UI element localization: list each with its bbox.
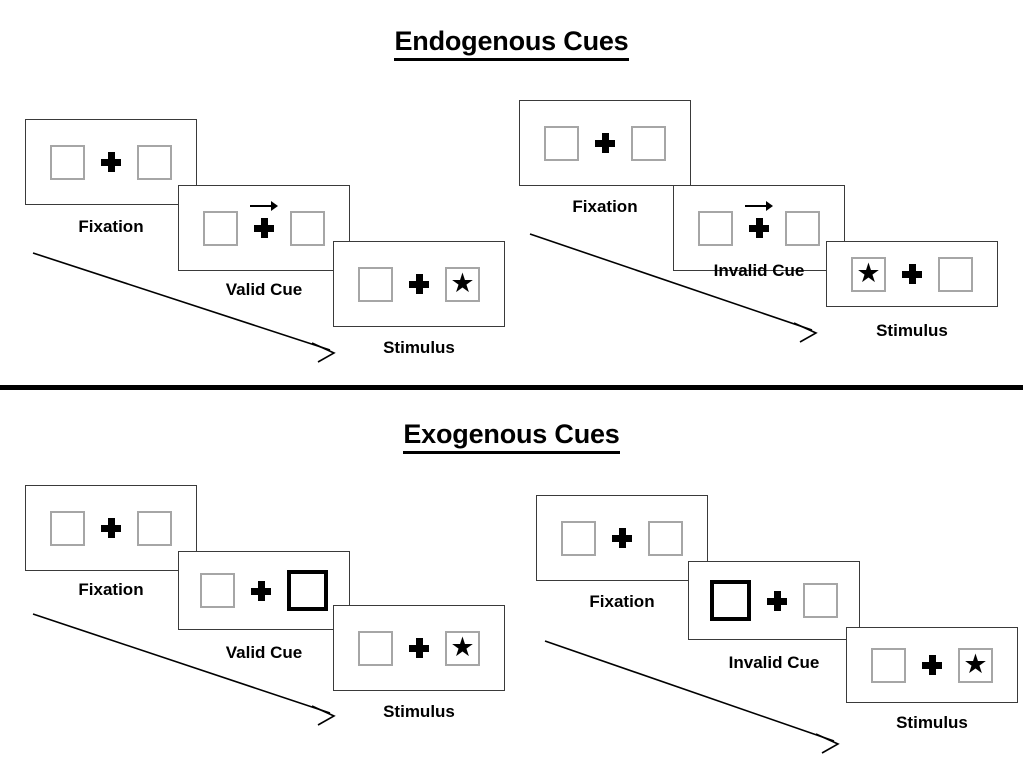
- left-box: [544, 125, 579, 161]
- right-box: ★: [445, 630, 480, 666]
- flow-arrow-endogenous-valid: [32, 252, 336, 363]
- panel-inner: [50, 510, 172, 546]
- left-box: [358, 630, 393, 666]
- left-box-highlighted: [710, 580, 751, 621]
- panel-endogenous-valid-stimulus: ★: [333, 241, 505, 327]
- left-box: [203, 210, 238, 246]
- panel-inner: [561, 520, 683, 556]
- star-icon: ★: [963, 648, 988, 679]
- panel-label-exogenous-valid-fixation: Fixation: [78, 580, 144, 599]
- fixation-cross-icon: [250, 201, 278, 238]
- right-box: [803, 583, 838, 618]
- left-box: ★: [851, 256, 886, 292]
- panel-inner: [698, 201, 820, 246]
- fixation-cross-icon: [595, 133, 615, 153]
- panel-inner: [50, 144, 172, 180]
- panel-inner: ★: [851, 256, 973, 292]
- panel-label-exogenous-invalid-stimulus: Stimulus: [896, 713, 968, 732]
- panel-label-exogenous-valid-stimulus: Stimulus: [383, 702, 455, 721]
- right-box: [137, 144, 172, 180]
- right-box: [785, 210, 820, 246]
- fixation-cross-icon: [251, 580, 271, 601]
- panel-inner: [544, 125, 666, 161]
- fixation-cross-icon: [745, 201, 773, 238]
- right-box: [938, 256, 973, 292]
- section-title-exogenous-text: Exogenous Cues: [403, 419, 620, 454]
- left-box: [200, 573, 235, 608]
- panel-label-endogenous-invalid-stimulus: Stimulus: [876, 321, 948, 340]
- arrow-shaft: [250, 205, 274, 207]
- panel-endogenous-invalid-fixation: [519, 100, 691, 186]
- fixation-cross-icon: [612, 528, 632, 548]
- panel-inner: ★: [358, 630, 480, 666]
- right-box: [137, 510, 172, 546]
- right-arrow-icon: [745, 201, 773, 211]
- panel-endogenous-valid-fixation: [25, 119, 197, 205]
- panel-inner: ★: [871, 647, 993, 683]
- arrow-head: [271, 201, 278, 211]
- left-box: [698, 210, 733, 246]
- panel-label-endogenous-invalid-fixation: Fixation: [572, 197, 638, 216]
- left-box: [50, 510, 85, 546]
- left-box: [561, 520, 596, 556]
- panel-endogenous-invalid-stimulus: ★: [826, 241, 998, 307]
- section-title-endogenous-text: Endogenous Cues: [394, 26, 629, 61]
- right-box: [648, 520, 683, 556]
- section-title-exogenous: Exogenous Cues: [0, 419, 1023, 454]
- arrow-shaft: [745, 205, 769, 207]
- fixation-cross-icon: [767, 590, 787, 611]
- panel-endogenous-valid-cue: [178, 185, 350, 271]
- panel-label-endogenous-valid-cue: Valid Cue: [225, 280, 303, 299]
- panel-exogenous-valid-stimulus: ★: [333, 605, 505, 691]
- fixation-cross-icon: [101, 518, 121, 538]
- panel-label-exogenous-invalid-cue: Invalid Cue: [728, 653, 820, 672]
- panel-exogenous-valid-fixation: [25, 485, 197, 571]
- fixation-cross-icon: [922, 655, 942, 675]
- panel-endogenous-invalid-cue: [673, 185, 845, 271]
- panel-label-exogenous-invalid-fixation: Fixation: [589, 592, 655, 611]
- section-divider: [0, 385, 1023, 390]
- star-icon: ★: [856, 257, 881, 288]
- right-box: ★: [445, 266, 480, 302]
- panel-exogenous-valid-cue: [178, 551, 350, 630]
- panel-exogenous-invalid-stimulus: ★: [846, 627, 1018, 703]
- fixation-cross-icon: [409, 638, 429, 658]
- panel-label-endogenous-valid-fixation: Fixation: [78, 217, 144, 236]
- left-box: [50, 144, 85, 180]
- left-box: [358, 266, 393, 302]
- panel-exogenous-invalid-cue: [688, 561, 860, 640]
- panel-exogenous-invalid-fixation: [536, 495, 708, 581]
- panel-label-endogenous-invalid-cue: Invalid Cue: [713, 261, 805, 280]
- panel-inner: [710, 580, 838, 621]
- right-box: [290, 210, 325, 246]
- panel-inner: [200, 570, 328, 611]
- star-icon: ★: [450, 631, 475, 662]
- panel-label-exogenous-valid-cue: Valid Cue: [225, 643, 303, 662]
- star-icon: ★: [450, 267, 475, 298]
- left-box: [871, 647, 906, 683]
- fixation-cross-icon: [902, 264, 922, 284]
- right-box-highlighted: [287, 570, 328, 611]
- right-box: [631, 125, 666, 161]
- panel-inner: [203, 201, 325, 246]
- flow-arrow-exogenous-invalid: [544, 640, 840, 754]
- right-arrow-icon: [250, 201, 278, 211]
- panel-inner: ★: [358, 266, 480, 302]
- section-title-endogenous: Endogenous Cues: [0, 26, 1023, 61]
- arrow-head: [766, 201, 773, 211]
- right-box: ★: [958, 647, 993, 683]
- flow-arrow-exogenous-valid: [32, 613, 336, 726]
- fixation-cross-icon: [101, 152, 121, 172]
- panel-label-endogenous-valid-stimulus: Stimulus: [383, 338, 455, 357]
- flow-arrow-endogenous-invalid: [529, 233, 818, 343]
- fixation-cross-icon: [409, 274, 429, 294]
